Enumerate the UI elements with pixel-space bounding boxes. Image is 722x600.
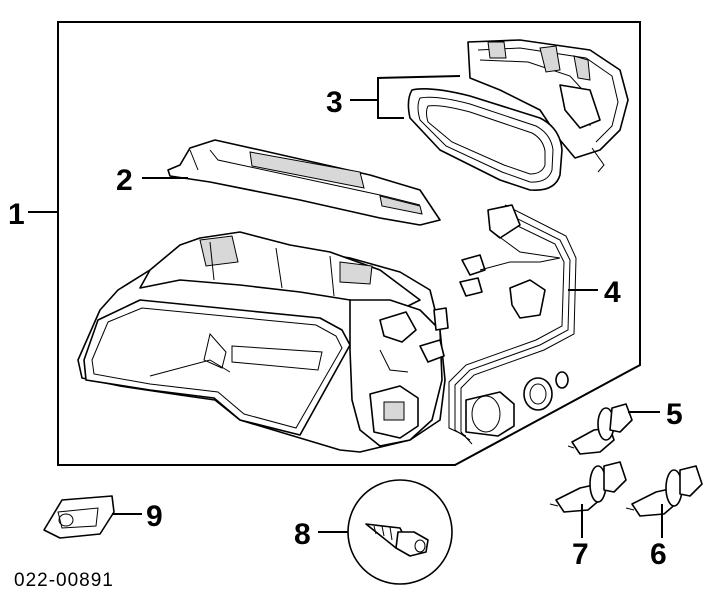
assembly-frame: [57, 21, 641, 466]
part-4-wiring-harness: [448, 204, 577, 445]
callout-8: 8: [294, 518, 311, 551]
part-6-bulb: [625, 465, 703, 517]
callout-9: 9: [146, 500, 163, 533]
headlamp-assembly: [77, 231, 449, 453]
callout-6: 6: [650, 538, 667, 571]
part-5-bulb: [567, 403, 633, 455]
callout-1: 1: [8, 198, 25, 231]
diagram-code: 022-00891: [14, 570, 114, 591]
part-2-trim-strip: [167, 139, 441, 226]
part-8-screw: [347, 479, 453, 585]
leader-lines: [28, 75, 663, 538]
callout-5: 5: [666, 398, 683, 431]
callout-3: 3: [326, 86, 343, 119]
callout-4: 4: [604, 276, 621, 309]
callout-2: 2: [116, 164, 133, 197]
callout-7: 7: [572, 538, 589, 571]
part-3-seal: [407, 39, 629, 192]
part-7-bulb: [549, 461, 627, 513]
part-9-clip: [43, 495, 115, 539]
